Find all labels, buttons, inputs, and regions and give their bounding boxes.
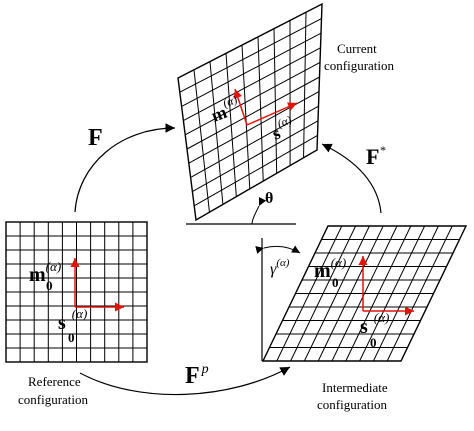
- gamma-label: γ(α): [270, 257, 290, 278]
- F-label: F: [88, 125, 103, 151]
- gamma-arc: [255, 245, 301, 254]
- intermediate-s-sup: (α): [374, 310, 389, 325]
- theta-label: θ: [265, 190, 273, 207]
- Fp-arrow: [79, 366, 291, 396]
- reference-grid: [5, 221, 148, 363]
- Fstar-base: F: [366, 144, 379, 169]
- gamma-base: γ: [270, 261, 277, 278]
- reference-s-label: s (α): [58, 306, 87, 334]
- reference-m-base: m: [29, 264, 46, 286]
- theta-arc: [251, 197, 267, 225]
- current-m-sup: (α): [221, 92, 239, 110]
- gamma-angle: [255, 238, 301, 361]
- current-grid-lines: [179, 12, 322, 213]
- reference-grid-lines: [6, 222, 147, 362]
- reference-m-sub: 0: [46, 278, 53, 293]
- F-arrow: [74, 123, 176, 213]
- Fstar-label: F*: [366, 143, 385, 169]
- reference-caption-line1: Reference: [28, 374, 81, 389]
- intermediate-vectors: [358, 256, 414, 316]
- intermediate-m-sup: (α): [331, 255, 346, 270]
- intermediate-s-label: s (α): [360, 310, 389, 338]
- svg-text:m(α): m(α): [207, 92, 243, 126]
- current-vectors: [233, 88, 298, 126]
- intermediate-m-base: m: [314, 260, 331, 282]
- intermediate-grid-lines: [269, 225, 460, 362]
- Fp-base: F: [185, 363, 200, 389]
- current-grid-line: [190, 105, 319, 178]
- intermediate-caption-line2: configuration: [317, 397, 388, 412]
- intermediate-m-sub: 0: [332, 275, 339, 290]
- current-caption-line2: configuration: [324, 58, 395, 73]
- current-grid: [177, 2, 323, 222]
- intermediate-m-label: m(α): [314, 255, 346, 282]
- intermediate-caption-line1: Intermediate: [322, 380, 388, 395]
- current-grid-line: [186, 76, 320, 150]
- current-grid-border: [177, 2, 323, 222]
- reference-caption-line2: configuration: [18, 392, 89, 407]
- reference-grid-border: [5, 221, 148, 363]
- intermediate-grid: [261, 225, 468, 362]
- current-m-arrow: [233, 88, 248, 126]
- current-grid-line: [181, 32, 322, 107]
- reference-vectors: [70, 258, 124, 312]
- current-grid-line: [184, 61, 321, 136]
- current-caption-line1: Current: [337, 41, 377, 56]
- intermediate-s-base: s: [360, 316, 368, 338]
- reference-m-sup: (α): [46, 259, 61, 274]
- current-grid-line: [193, 134, 318, 207]
- current-grid-line: [179, 18, 322, 93]
- intermediate-s-sub: 0: [370, 335, 377, 350]
- reference-s-base: s: [58, 312, 66, 334]
- reference-m-label: m(α): [29, 259, 61, 286]
- current-grid-line: [192, 120, 319, 193]
- theta-angle: [186, 197, 296, 225]
- current-s-sup: (α): [275, 113, 293, 131]
- current-m-base: m: [209, 102, 230, 126]
- Fstar-arrow: [321, 143, 382, 214]
- Fp-sup: p: [201, 362, 209, 377]
- reference-s-sub: 0: [68, 330, 75, 345]
- current-m-label: m(α): [207, 92, 243, 126]
- intermediate-grid-border: [261, 225, 468, 362]
- current-s-arrow: [246, 102, 298, 126]
- gamma-sup: (α): [276, 257, 289, 269]
- Fstar-sup: *: [379, 143, 385, 157]
- current-grid-line: [188, 91, 320, 164]
- current-grid-line: [183, 47, 321, 122]
- reference-s-sup: (α): [72, 306, 87, 321]
